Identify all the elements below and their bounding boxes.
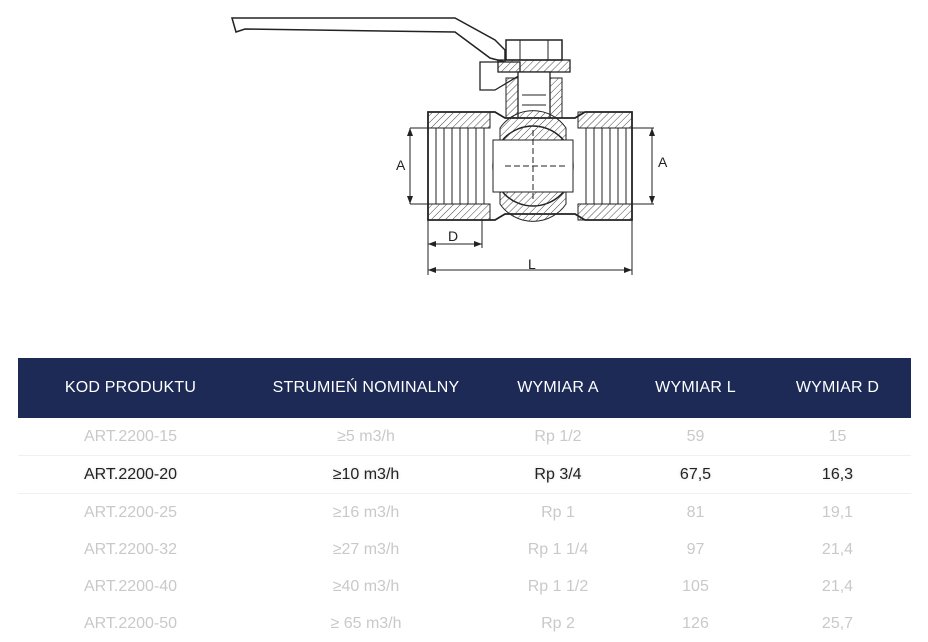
table-row: ART.2200-50 ≥ 65 m3/h Rp 2 126 25,7 <box>18 605 911 642</box>
table-header: KOD PRODUKTU STRUMIEŃ NOMINALNY WYMIAR A… <box>18 358 911 418</box>
cell-nominal-flow: ≥16 m3/h <box>332 503 400 521</box>
cell-dimension-d: 19,1 <box>821 503 854 521</box>
valve-nut <box>505 39 563 61</box>
cell-product-code: ART.2200-25 <box>83 503 178 521</box>
cell-dimension-a: Rp 3/4 <box>534 465 582 483</box>
header-dimension-l: WYMIAR L <box>655 379 736 396</box>
dimension-a-right-label: A <box>658 154 668 170</box>
dimension-a-left-label: A <box>396 157 406 173</box>
cell-dimension-d: 25,7 <box>821 614 854 632</box>
table-row-highlighted: ART.2200-20 ≥10 m3/h Rp 3/4 67,5 16,3 <box>18 455 911 494</box>
header-dimension-a: WYMIAR A <box>517 379 599 396</box>
cell-dimension-a: Rp 1/2 <box>534 427 582 445</box>
cell-dimension-l: 67,5 <box>679 465 712 483</box>
cell-nominal-flow: ≥27 m3/h <box>332 540 400 558</box>
cell-dimension-a: Rp 1 <box>541 503 575 521</box>
cell-product-code: ART.2200-32 <box>83 540 178 558</box>
header-dimension-d: WYMIAR D <box>795 379 880 396</box>
cell-dimension-a: Rp 2 <box>541 614 575 632</box>
dimension-d-label: D <box>448 228 459 244</box>
header-nominal-flow: STRUMIEŃ NOMINALNY <box>272 379 460 396</box>
valve-technical-drawing: A A D L <box>0 0 928 300</box>
product-spec-table: KOD PRODUKTU STRUMIEŃ NOMINALNY WYMIAR A… <box>18 358 911 642</box>
table-row: ART.2200-25 ≥16 m3/h Rp 1 81 19,1 <box>18 494 911 532</box>
cell-nominal-flow: ≥5 m3/h <box>337 427 395 445</box>
cell-dimension-d: 16,3 <box>821 465 854 483</box>
cell-product-code: ART.2200-15 <box>83 427 178 445</box>
cell-dimension-d: 21,4 <box>821 540 854 558</box>
valve-diagram <box>231 17 655 275</box>
valve-handle <box>231 17 506 63</box>
cell-product-code: ART.2200-50 <box>83 614 178 632</box>
cell-nominal-flow: ≥40 m3/h <box>332 577 400 595</box>
cell-dimension-l: 105 <box>682 577 709 595</box>
cell-dimension-l: 97 <box>686 540 705 558</box>
cell-nominal-flow: ≥10 m3/h <box>332 465 400 483</box>
cell-dimension-l: 126 <box>682 614 709 632</box>
cell-dimension-d: 15 <box>828 427 847 445</box>
cell-product-code: ART.2200-20 <box>83 465 178 483</box>
table-row: ART.2200-40 ≥40 m3/h Rp 1 1/2 105 21,4 <box>18 568 911 605</box>
table-row: ART.2200-32 ≥27 m3/h Rp 1 1/4 97 21,4 <box>18 531 911 568</box>
cell-product-code: ART.2200-40 <box>83 577 178 595</box>
cell-dimension-l: 59 <box>686 427 705 445</box>
cell-dimension-a: Rp 1 1/4 <box>527 540 589 558</box>
header-product-code: KOD PRODUKTU <box>64 379 197 396</box>
cell-nominal-flow: ≥ 65 m3/h <box>330 614 402 632</box>
cell-dimension-l: 81 <box>686 503 705 521</box>
dimension-l-label: L <box>528 256 536 272</box>
table-row: ART.2200-15 ≥5 m3/h Rp 1/2 59 15 <box>18 418 911 456</box>
cell-dimension-d: 21,4 <box>821 577 854 595</box>
cell-dimension-a: Rp 1 1/2 <box>527 577 589 595</box>
